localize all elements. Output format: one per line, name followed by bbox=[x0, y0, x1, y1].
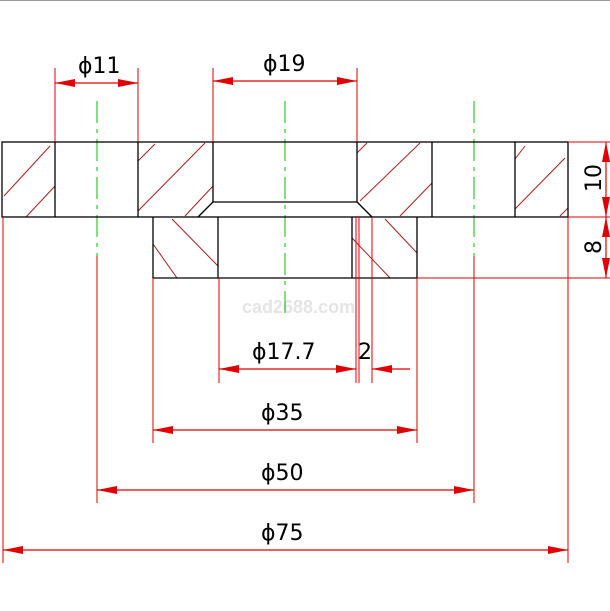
extension-lines bbox=[2, 68, 610, 563]
dim-hole-diameter: ϕ11 bbox=[78, 54, 121, 79]
centerlines bbox=[96, 101, 475, 319]
dim-chamfer: 2 bbox=[358, 340, 372, 365]
dim-bolt-circle-diameter: ϕ50 bbox=[261, 461, 304, 486]
dim-counterbore-diameter: ϕ19 bbox=[263, 52, 306, 77]
part-outline bbox=[1, 141, 569, 279]
dim-hub-height: 8 bbox=[582, 240, 607, 254]
watermark: cad2688.com bbox=[242, 297, 355, 317]
arrowheads bbox=[3, 77, 610, 554]
dim-bore-diameter: ϕ17.7 bbox=[252, 340, 316, 365]
dim-flange-thickness: 10 bbox=[582, 164, 607, 192]
section-hatching bbox=[3, 142, 569, 279]
dim-hub-diameter: ϕ35 bbox=[261, 401, 304, 426]
dim-outer-diameter: ϕ75 bbox=[261, 521, 304, 546]
